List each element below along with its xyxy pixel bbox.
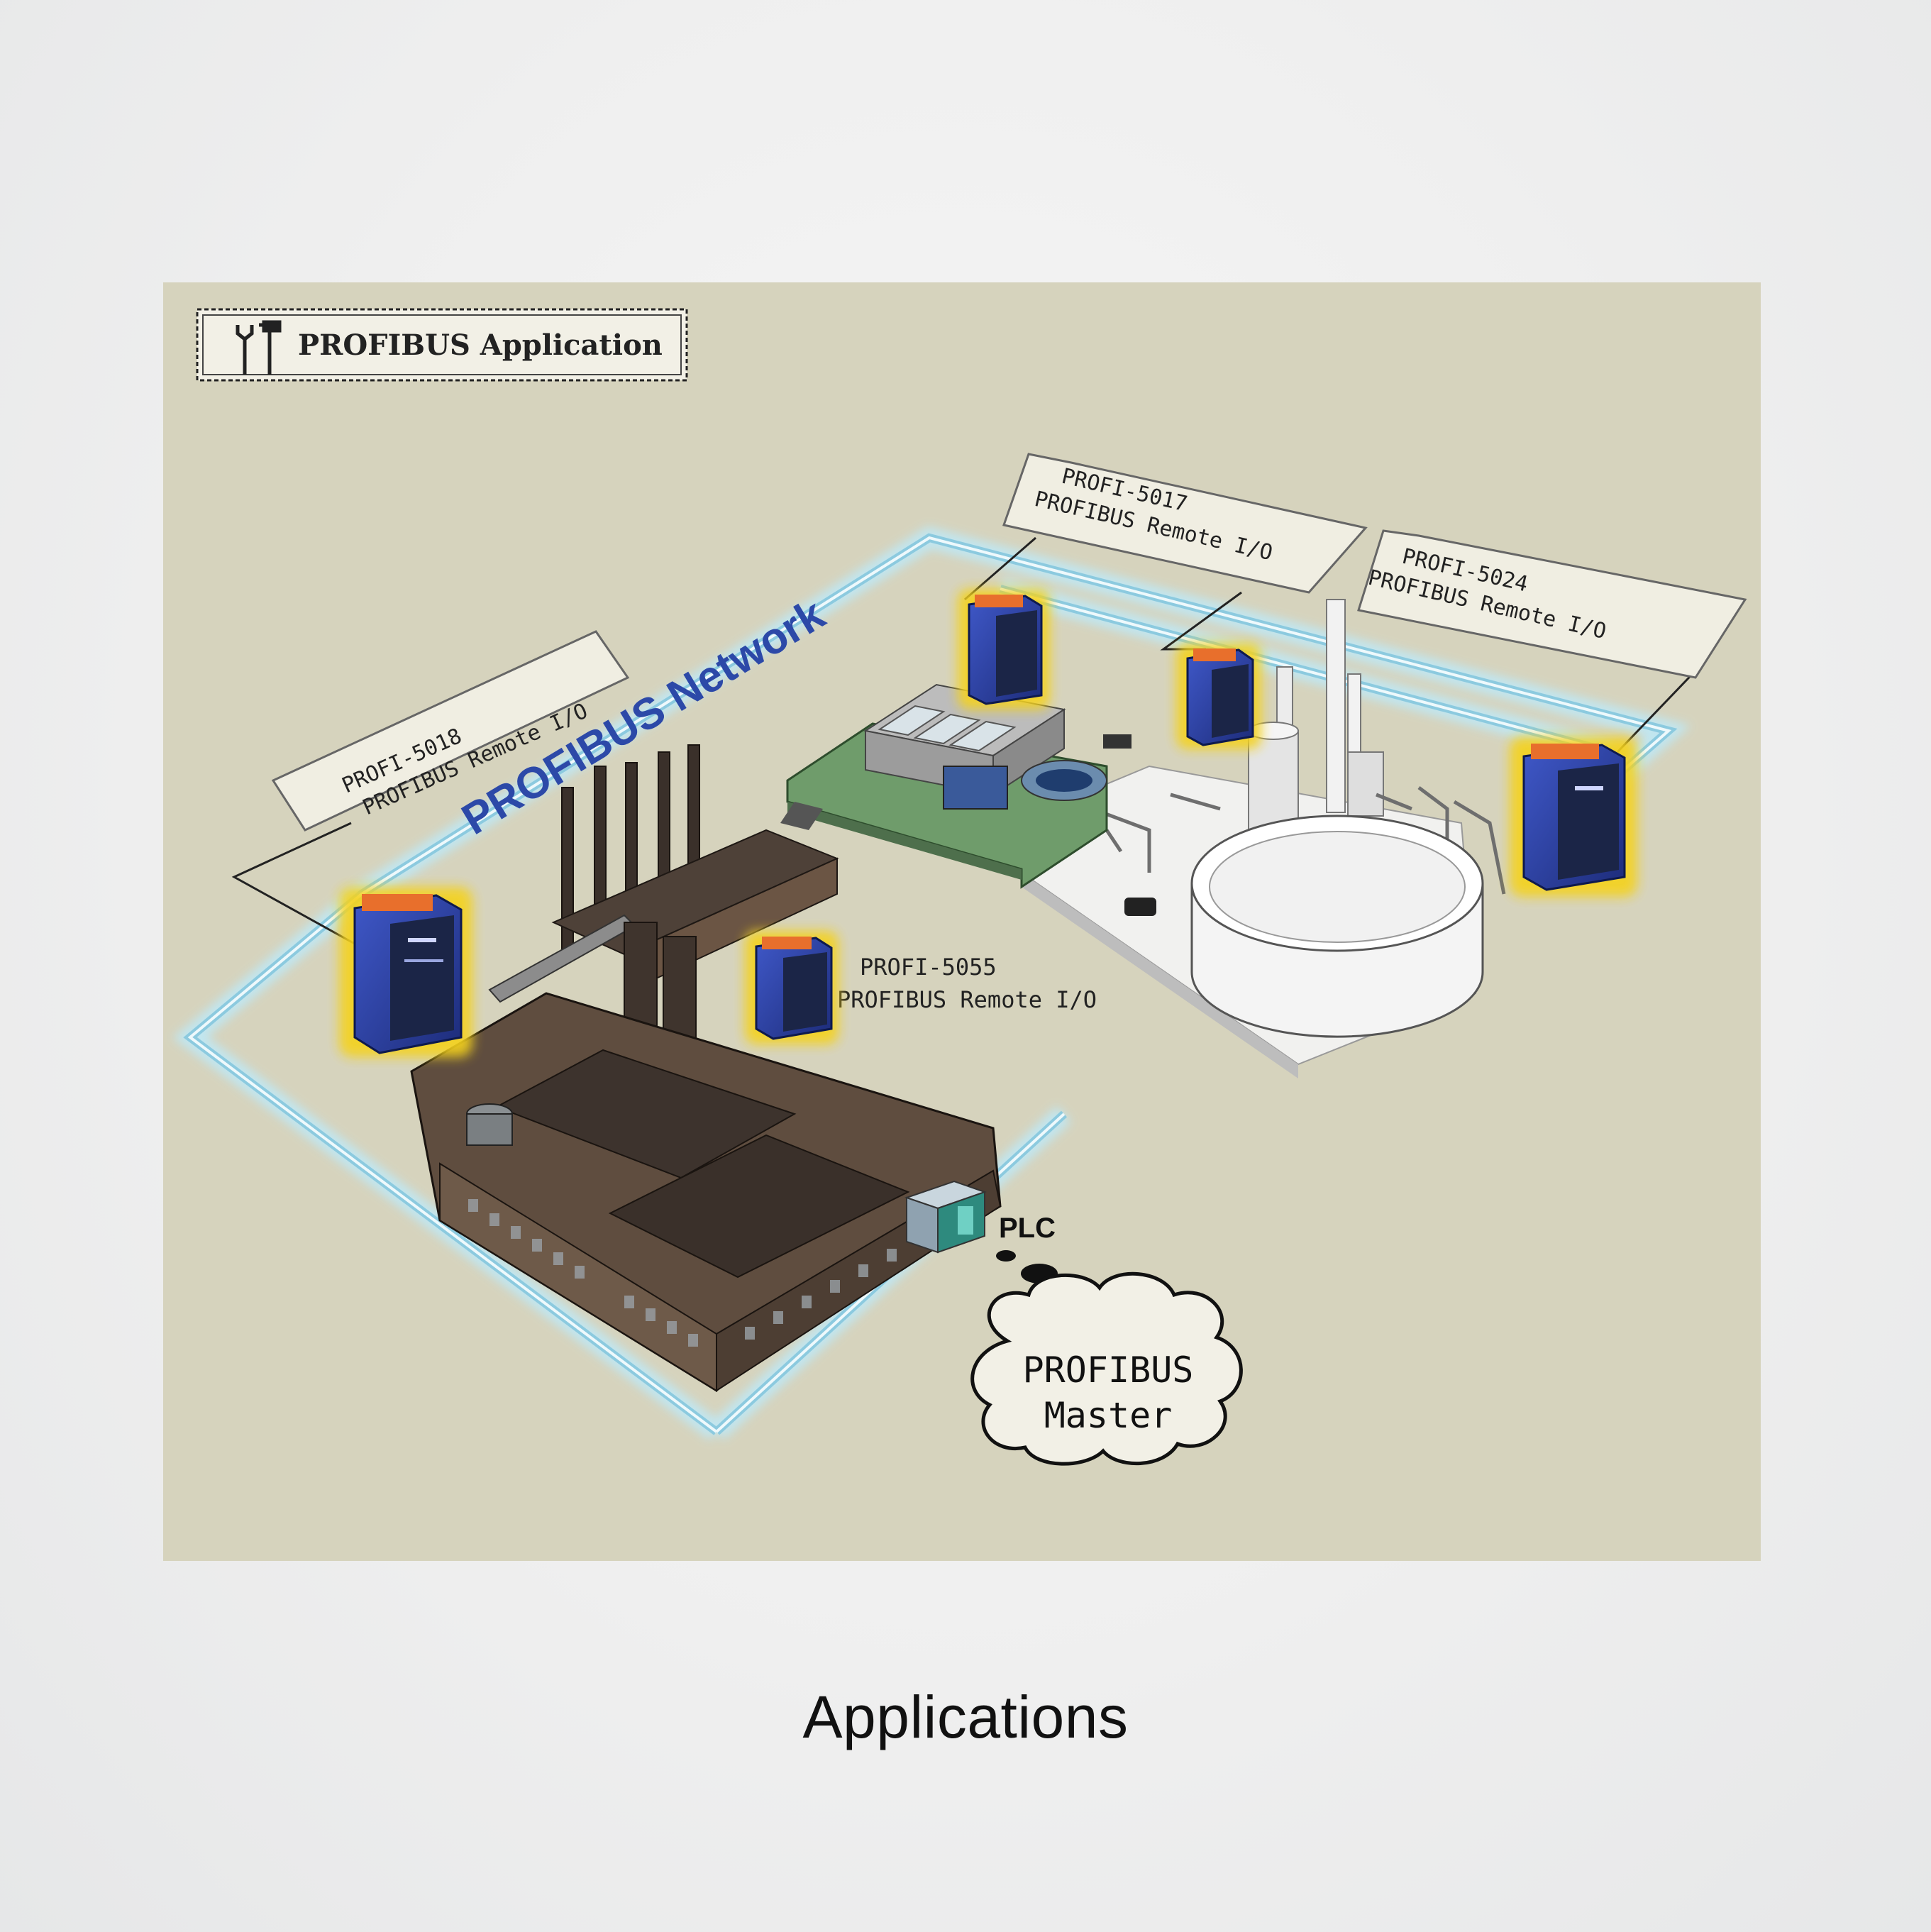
module-5018 (339, 887, 472, 1057)
master-label-line2: Master (1044, 1395, 1173, 1436)
application-badge: PROFIBUS Application (196, 308, 688, 382)
module-5024-small (1176, 643, 1261, 749)
master-cloud (970, 1271, 1243, 1466)
callout-5055-desc: PROFIBUS Remote I/O (837, 986, 1097, 1013)
callout-5055-model: PROFI-5055 (860, 954, 997, 981)
module-5055 (745, 931, 839, 1044)
svg-text:PROFI-5055 PROFIBUS Remo: PROFI-5055 PROFIBUS Remote I/O (837, 954, 1097, 1013)
plc-unit (904, 1180, 987, 1254)
callout-5055: PROFI-5055 PROFIBUS Remote I/O (837, 954, 1097, 1013)
module-5024 (1510, 736, 1637, 897)
plc-label: PLC (999, 1213, 1056, 1244)
page-caption: Applications (802, 1684, 1129, 1750)
master-label-line1: PROFIBUS (1023, 1349, 1194, 1391)
callout-5024: PROFI-5024 PROFIBUS Remote I/O (1357, 529, 1747, 679)
tools-icon (236, 320, 282, 375)
filtration-plant (786, 683, 1132, 889)
factory-complex (410, 744, 1002, 1392)
treatment-plant (1021, 599, 1506, 1078)
application-badge-title: PROFIBUS Application (298, 329, 663, 362)
module-5017 (958, 589, 1050, 710)
